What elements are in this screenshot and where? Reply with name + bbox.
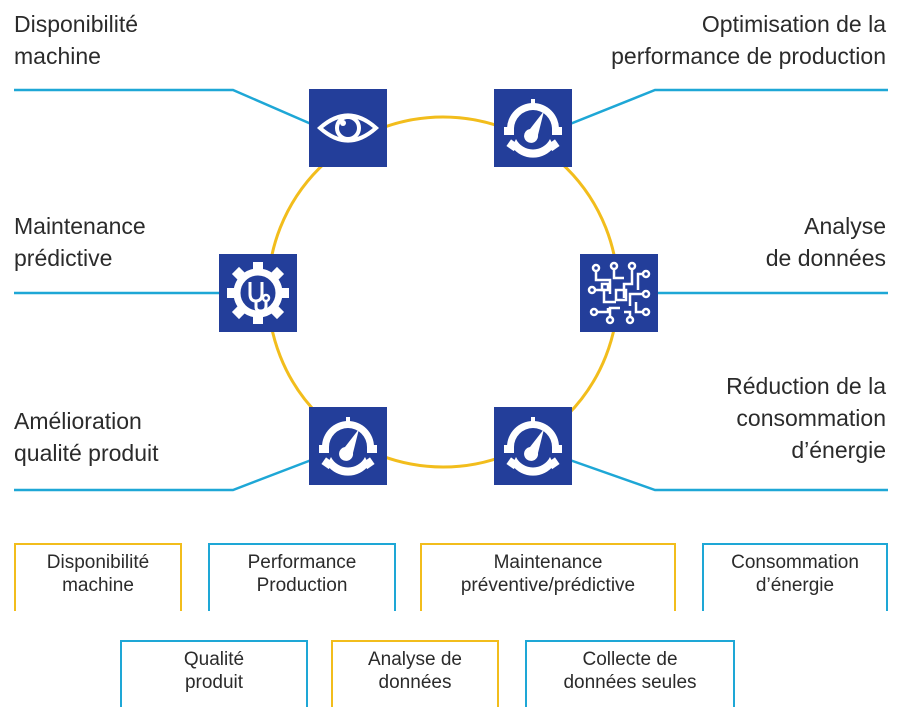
feature-label-line: machine <box>14 43 101 69</box>
tag-line: données seules <box>563 672 697 693</box>
energy-gauge-icon <box>504 417 562 476</box>
feature-label-line: Optimisation de la <box>701 11 886 37</box>
tag-line: préventive/prédictive <box>460 575 636 596</box>
tag-line: Consommation <box>731 552 859 573</box>
performance-gauge-icon-box <box>494 89 572 167</box>
feature-label-optimisation: Optimisation de la performance de produc… <box>611 8 886 72</box>
tag-line: Analyse de <box>367 649 462 670</box>
tag-qualite-produit: Qualité produit <box>120 640 308 707</box>
tag-line: machine <box>62 575 134 596</box>
tag-maintenance-preventive: Maintenance préventive/prédictive <box>420 543 676 611</box>
quality-gauge-icon <box>319 417 377 476</box>
tag-line: données <box>378 672 452 693</box>
tag-line: produit <box>184 672 244 693</box>
eye-icon <box>316 113 380 143</box>
eye-icon-box <box>309 89 387 167</box>
feature-label-line: Amélioration <box>14 408 142 434</box>
circuit-icon-box <box>580 254 658 332</box>
feature-label-line: de données <box>765 245 886 271</box>
feature-label-line: consommation <box>736 405 886 431</box>
tag-line: d’énergie <box>755 575 835 596</box>
stethoscope-gear-icon <box>227 262 289 324</box>
feature-label-amelioration: Amélioration qualité produit <box>14 405 159 469</box>
feature-label-reduction: Réduction de la consommation d’énergie <box>726 370 886 466</box>
tag-line: Performance <box>247 552 357 573</box>
tag-line: Maintenance <box>493 552 603 573</box>
feature-label-line: qualité produit <box>14 440 159 466</box>
connector-disponibilite <box>14 88 349 142</box>
feature-label-line: Réduction de la <box>726 373 886 399</box>
stethoscope-gear-icon-box <box>219 254 297 332</box>
tag-performance-production: Performance Production <box>208 543 396 611</box>
energy-gauge-icon-box <box>494 407 572 485</box>
feature-label-line: performance de production <box>611 43 886 69</box>
feature-label-line: Disponibilité <box>14 11 139 37</box>
tag-analyse-donnees: Analyse de données <box>331 640 499 707</box>
tag-disponibilite-machine: Disponibilité machine <box>14 543 182 611</box>
tag-line: Production <box>256 575 348 596</box>
feature-label-line: prédictive <box>14 245 113 271</box>
feature-label-analyse: Analyse de données <box>766 210 886 274</box>
tag-line: Collecte de <box>582 649 678 670</box>
quality-gauge-icon-box <box>309 407 387 485</box>
feature-label-line: d’énergie <box>791 437 886 463</box>
tag-collecte-donnees: Collecte de données seules <box>525 640 735 707</box>
circuit-icon <box>587 261 651 325</box>
connector-optimisation <box>529 88 888 142</box>
feature-label-line: Analyse <box>804 213 886 239</box>
feature-label-maintenance: Maintenance prédictive <box>14 210 146 274</box>
feature-label-disponibilite: Disponibilité machine <box>14 8 138 72</box>
performance-gauge-icon <box>504 99 562 158</box>
tag-line: Disponibilité <box>46 552 150 573</box>
feature-label-line: Maintenance <box>14 213 146 239</box>
tag-consommation-energie: Consommation d’énergie <box>702 543 888 611</box>
tag-line: Qualité <box>183 649 245 670</box>
